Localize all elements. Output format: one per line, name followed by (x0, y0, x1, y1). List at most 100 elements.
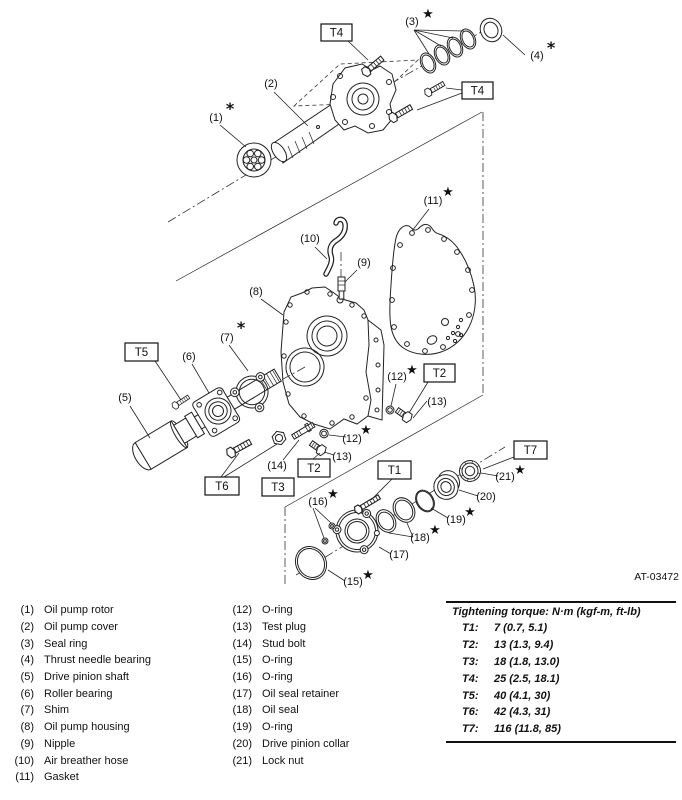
part-number: (2) (20, 621, 34, 634)
part-number: (21) (232, 754, 252, 767)
part-row: (9)Nipple (6, 736, 151, 753)
part-row: (1) Oil pump rotor (6, 602, 151, 619)
roller-bearing-drawing (192, 387, 241, 437)
part-number: (3) (20, 637, 34, 650)
callout-19-star: ★ (464, 505, 476, 520)
torque-tag-t4-lower: T4 (461, 81, 494, 100)
part-number: (1) (20, 604, 34, 617)
part-name: Oil seal (262, 704, 299, 717)
torque-tag-label: T6 (215, 481, 228, 493)
callout-21-star: ★ (514, 463, 526, 478)
callout-13-lower: (13) (332, 451, 352, 463)
part-name: Oil seal retainer (262, 687, 340, 700)
callout-9: (9) (357, 257, 370, 269)
part-name: Oil pump cover (44, 621, 118, 634)
part-number: (18) (232, 704, 252, 717)
callout-15: (15) (343, 576, 363, 588)
shim-drawing (229, 372, 269, 413)
part-number: (19) (232, 721, 252, 734)
part-name: Stud bolt (262, 637, 306, 650)
drive-pinion-collar-drawing (433, 470, 461, 500)
torque-row-value: 13 (1.3, 9.4) (494, 639, 554, 652)
torque-row: T2: 13 (1.3, 9.4) (446, 637, 676, 654)
part-row: (3) Seal ring (6, 635, 151, 652)
part-row: (5) Drive pinion shaft (6, 669, 151, 686)
bolt-t5 (170, 393, 192, 411)
o-ring-15-drawing (294, 546, 328, 580)
lock-nut-drawing (459, 460, 481, 482)
gasket-drawing (389, 223, 476, 355)
callout-19: (19) (446, 514, 466, 526)
torque-row-value: 25 (2.5, 18.1) (494, 672, 560, 685)
callout-12-upper: (12) (387, 371, 407, 383)
part-row: (16)O-ring (224, 669, 349, 686)
part-row: (4)Thrust needle bearing (6, 652, 151, 669)
part-row: (8)Oil pump housing (6, 719, 151, 736)
torque-tag-t2-upper: T2 (423, 363, 456, 383)
part-name: Oil pump rotor (44, 604, 114, 617)
torque-tag-label: T4 (471, 86, 485, 98)
torque-row: T6:42 (4.3, 31) (446, 704, 676, 721)
torque-tag-label: T1 (388, 465, 401, 477)
part-name: Seal ring (44, 637, 88, 650)
torque-row: T7:116 (11.8, 85) (446, 721, 676, 738)
torque-tag-label: T5 (135, 347, 148, 359)
torque-row-value: 18 (1.8, 13.0) (494, 655, 560, 668)
part-row: (17)Oil seal retainer (224, 685, 349, 702)
torque-table-title: Tightening torque: N·m (kgf-m, ft-lb) (452, 606, 641, 618)
test-plug-upper-drawing (393, 405, 415, 425)
callout-13-upper: (13) (427, 396, 447, 408)
torque-tag-t1: T1 (377, 460, 412, 480)
torque-row-tag: T5: (462, 689, 479, 702)
torque-row: T5:40 (4.1, 30) (446, 687, 676, 704)
thrust-needle-bearing-drawing (479, 17, 503, 43)
part-number: (15) (232, 654, 252, 667)
callout-12-upper-star: ★ (406, 363, 418, 378)
part-name: Roller bearing (44, 687, 113, 700)
part-row: (14)Stud bolt (224, 635, 349, 652)
torque-tag-label: T7 (524, 445, 537, 457)
part-number: (10) (14, 754, 34, 767)
torque-row: T4:25 (2.5, 18.1) (446, 670, 676, 687)
callout-3-star: ★ (422, 7, 434, 22)
callout-1-asterisk: * (226, 99, 235, 118)
part-name: Air breather hose (44, 754, 129, 767)
callout-2: (2) (264, 78, 277, 90)
part-number: (5) (20, 671, 34, 684)
part-name: O-ring (262, 721, 293, 734)
part-row: (18) Oil seal (224, 702, 349, 719)
torque-row-value: 7 (0.7, 5.1) (494, 622, 548, 635)
air-breather-hose-drawing (323, 216, 348, 277)
part-name: Gasket (44, 771, 79, 784)
callout-21: (21) (495, 471, 515, 483)
torque-row-tag: T7: (462, 723, 479, 736)
part-name: Thrust needle bearing (44, 654, 152, 667)
part-name: Drive pinion shaft (44, 671, 129, 684)
torque-tag-label: T2 (433, 368, 446, 380)
part-number: (11) (15, 771, 34, 784)
callout-18: (18) (410, 532, 430, 544)
torque-row-tag: T2: (462, 639, 479, 652)
torque-tag-label: T3 (271, 482, 284, 494)
leader-lines (129, 29, 526, 582)
oil-pump-cover-drawing (329, 63, 397, 134)
callout-14: (14) (267, 460, 287, 472)
parts-list-column-1: (1) Oil pump rotor (2) Oil pump cover (3) S… (6, 602, 151, 786)
part-row: (2) Oil pump cover (6, 619, 151, 636)
figure-id: AT-03472 (634, 571, 679, 583)
callout-4: (4) (530, 50, 543, 62)
part-row: (11) Gasket (6, 769, 151, 786)
part-number: (12) (232, 604, 252, 617)
torque-tag-t2-lower: T2 (297, 458, 331, 478)
callout-18-star: ★ (429, 523, 441, 538)
nipple-drawing (337, 252, 346, 302)
o-ring-19-drawing (415, 489, 435, 513)
part-name: O-ring (262, 671, 293, 684)
torque-tag-t4-upper: T4 (320, 23, 353, 42)
torque-row-tag: T1: (462, 622, 479, 635)
callout-1: (1) (209, 112, 222, 124)
part-row: (20)Drive pinion collar (224, 736, 349, 753)
torque-tag-label: T2 (307, 463, 320, 475)
torque-row-tag: T3: (462, 655, 479, 668)
